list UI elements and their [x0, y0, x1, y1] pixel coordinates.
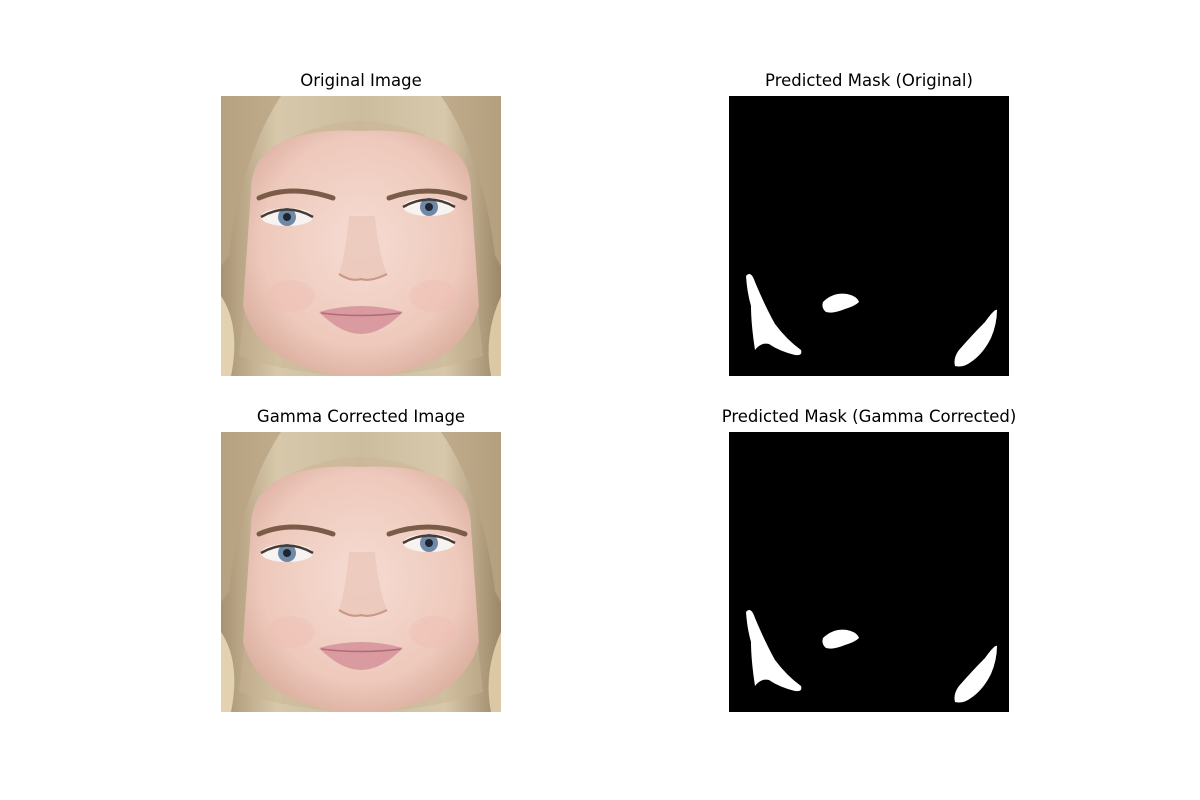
- face-photo: [221, 432, 501, 712]
- face-photo: [221, 96, 501, 376]
- panel-title: Original Image: [300, 71, 422, 90]
- mask-image: [729, 96, 1009, 376]
- panel-title: Predicted Mask (Gamma Corrected): [721, 407, 1017, 426]
- panel-title: Predicted Mask (Original): [765, 71, 973, 90]
- mask-image: [729, 432, 1009, 712]
- panel-title: Gamma Corrected Image: [256, 407, 466, 426]
